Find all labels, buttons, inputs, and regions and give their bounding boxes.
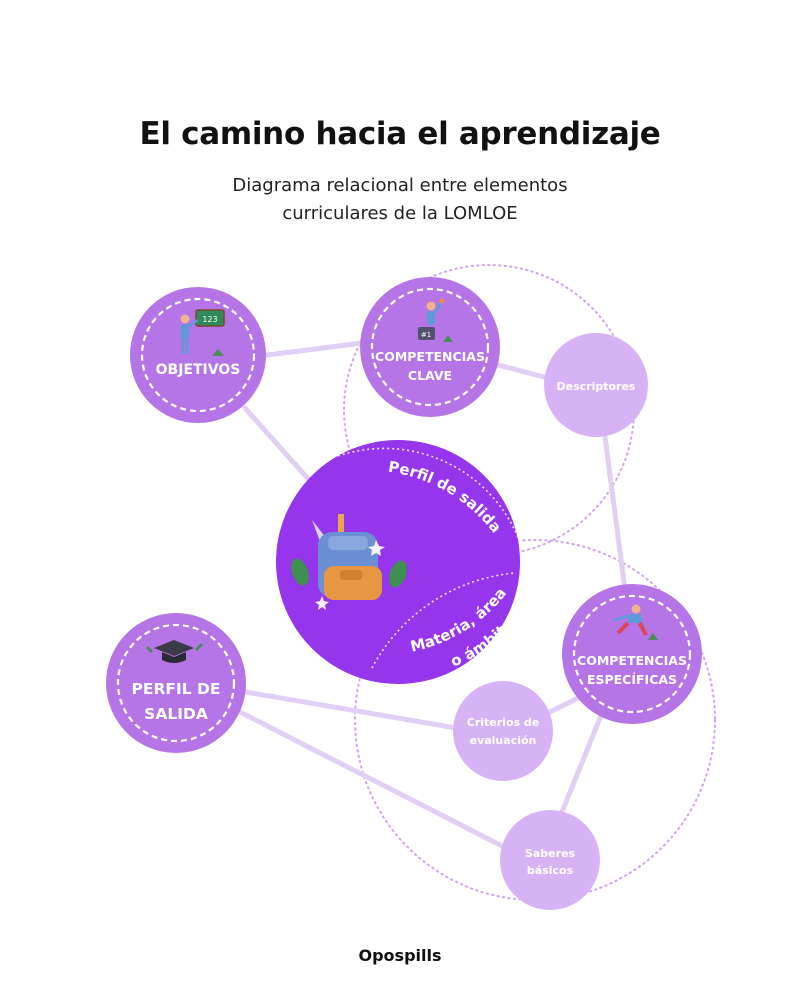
graduation-cap-icon xyxy=(145,640,204,663)
connectors xyxy=(237,340,628,849)
perfil-de-salida-label-2: SALIDA xyxy=(144,705,208,723)
connector-perfil-criterios xyxy=(243,689,459,731)
winner-trophy-icon: #1 xyxy=(418,298,453,342)
competencias-especificas-label-2: ESPECÍFICAS xyxy=(587,672,677,687)
connector-descriptores-especificas xyxy=(602,434,628,593)
criterios-label-1: Criterios de xyxy=(467,716,539,729)
subtitle-line-1: Diagrama relacional entre elementos xyxy=(232,175,568,196)
runner-icon xyxy=(613,604,658,640)
node-perfil-de-salida: PERFIL DE SALIDA xyxy=(106,613,246,753)
svg-text:123: 123 xyxy=(202,315,217,324)
connector-especificas-saberes xyxy=(559,715,603,815)
connector-objetivos-centro xyxy=(242,405,321,493)
connector-competencias-descriptores xyxy=(495,362,551,381)
perfil-de-salida-label-1: PERFIL DE xyxy=(132,680,221,698)
center-arc-divider-top xyxy=(337,447,523,549)
svg-text:#1: #1 xyxy=(421,331,431,339)
page-title: El camino hacia el aprendizaje xyxy=(139,116,661,152)
backpack-icon xyxy=(291,514,407,610)
competencias-clave-label-2: CLAVE xyxy=(408,368,452,383)
node-descriptores: Descriptores xyxy=(544,333,648,437)
node-centro: Perfil de salida Materia, área o ámbito xyxy=(276,440,523,684)
objetivos-label: OBJETIVOS xyxy=(156,362,241,378)
competencias-especificas-label-1: COMPETENCIAS xyxy=(577,653,687,668)
node-criterios-de-evaluacion: Criterios de evaluación xyxy=(453,681,553,781)
node-competencias-especificas: COMPETENCIAS ESPECÍFICAS xyxy=(562,584,702,724)
node-objetivos: 123 OBJETIVOS xyxy=(130,287,266,423)
saberes-label-2: básicos xyxy=(527,864,574,877)
connector-criterios-especificas xyxy=(545,695,581,716)
node-saberes-basicos: Saberes básicos xyxy=(500,810,600,910)
teacher-blackboard-icon: 123 xyxy=(180,309,225,356)
page-subtitle: Diagrama relacional entre elementos curr… xyxy=(0,172,800,228)
center-arc-divider-bottom xyxy=(371,572,516,669)
connector-objetivos-competencias xyxy=(257,340,365,359)
subtitle-line-2: curriculares de la LOMLOE xyxy=(282,203,518,224)
criterios-label-2: evaluación xyxy=(470,734,537,747)
connector-perfil-saberes xyxy=(237,709,505,849)
saberes-label-1: Saberes xyxy=(525,847,576,860)
competencias-clave-label-1: COMPETENCIAS xyxy=(375,349,485,364)
node-competencias-clave: #1 COMPETENCIAS CLAVE xyxy=(360,277,500,417)
descriptores-label: Descriptores xyxy=(557,380,636,393)
footer-brand: Opospills xyxy=(358,946,442,965)
